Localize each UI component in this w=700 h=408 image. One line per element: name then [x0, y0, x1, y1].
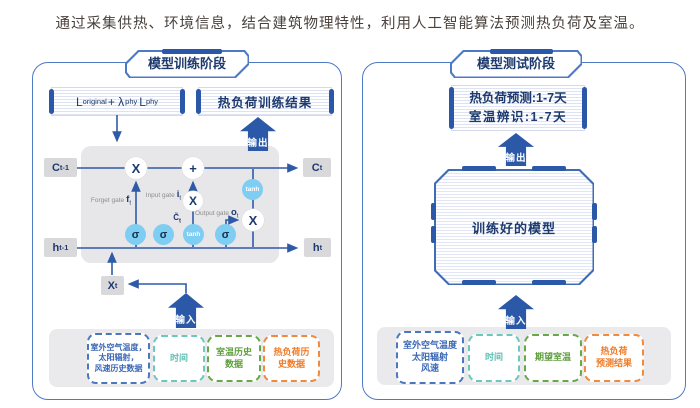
tanh-output-node: tanh	[242, 179, 263, 200]
multiply-node: X	[125, 157, 147, 179]
add-node: +	[182, 157, 204, 179]
input-box-weather: 室外空气温度 太阳辐射 风速	[396, 331, 464, 384]
sigma-forget-node: σ	[125, 224, 146, 245]
output-arrow-icon: 输出	[498, 133, 534, 166]
trained-model-box: 训练好的模型	[434, 169, 594, 285]
tab-inner-fill	[127, 52, 248, 77]
sigma-output-node: σ	[215, 224, 236, 245]
model-side-tab	[592, 226, 597, 243]
model-side-tab	[592, 203, 597, 220]
heat-load-prediction-line: 热负荷预测:1-7天	[469, 90, 567, 105]
testing-panel: 模型测试阶段 热负荷预测:1-7天 室温辨识:1-7天 输出 训练好的模型 输入…	[362, 49, 686, 400]
model-side-tab	[431, 226, 436, 243]
output-arrow-label: 输出	[247, 138, 269, 149]
multiply-output-node: X	[242, 209, 264, 231]
output-arrow-label: 输出	[505, 153, 527, 164]
training-panel-title: 模型训练阶段	[147, 56, 226, 71]
model-notch	[532, 166, 566, 171]
testing-panel-tab: 模型测试阶段	[450, 49, 582, 78]
model-notch	[532, 280, 566, 285]
multiply-input-node: X	[183, 191, 203, 211]
candidate-state-label: C̃t	[173, 213, 181, 225]
testing-panel-title: 模型测试阶段	[476, 56, 555, 71]
input-arrow-label: 输入	[175, 315, 197, 326]
input-box-weather-history: 室外空气温度， 太阳辐射， 风速历史数据	[87, 333, 150, 384]
testing-result-box: 热负荷预测:1-7天 室温辨识:1-7天	[449, 85, 587, 131]
trained-model-label: 训练好的模型	[471, 220, 556, 236]
input-arrow-icon: 输入	[498, 295, 534, 329]
training-panel-tab: 模型训练阶段	[125, 49, 249, 78]
input-box-desired-room-temp: 期望室温	[524, 334, 582, 382]
page-description: 通过采集供热、环境信息，结合建筑物理特性，利用人工智能算法预测热负荷及室温。	[55, 16, 645, 32]
model-notch	[462, 280, 496, 285]
input-box-heat-load-history: 热负荷历 史数据	[263, 335, 320, 382]
input-box-room-temp-history: 室温历史 数据	[207, 335, 261, 382]
room-temp-identification-line: 室温辨识:1-7天	[468, 110, 568, 124]
training-result-box: 热负荷训练结果	[196, 87, 334, 116]
input-box-heat-load-prediction: 热负荷 预测结果	[584, 334, 644, 382]
model-notch	[462, 166, 496, 171]
model-side-tab	[431, 203, 436, 220]
input-box-time: 时间	[153, 335, 205, 382]
model-box-fill	[436, 171, 593, 284]
tanh-candidate-node: tanh	[183, 224, 204, 245]
sigma-input-node: σ	[153, 224, 174, 245]
tab-accent-bar	[162, 49, 222, 54]
tab-accent-bar	[489, 49, 553, 54]
tab-inner-fill	[452, 52, 581, 77]
loss-term-1: L	[75, 94, 83, 109]
input-arrow-label: 输入	[505, 316, 527, 327]
input-box-time: 时间	[468, 334, 520, 382]
lstm-cell-background	[81, 146, 279, 263]
